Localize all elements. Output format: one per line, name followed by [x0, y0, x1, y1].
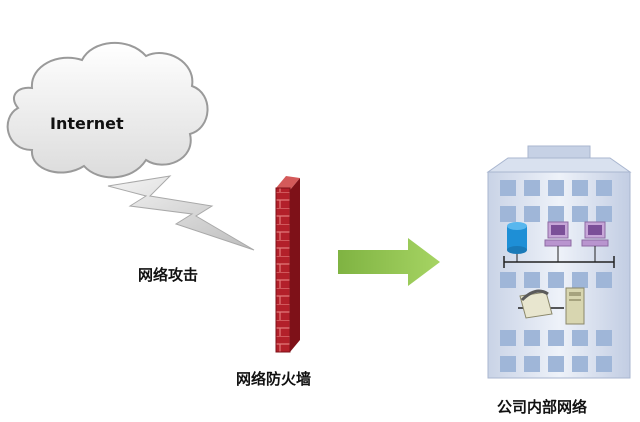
building-windows — [500, 180, 612, 372]
firewall-wall-icon — [275, 176, 300, 353]
internet-cloud — [6, 42, 209, 179]
building-window — [500, 356, 516, 372]
building-window — [572, 356, 588, 372]
building-window — [596, 356, 612, 372]
building-window — [500, 180, 516, 196]
phone-icon — [519, 289, 553, 319]
internal-network-label: 公司内部网络 — [497, 398, 588, 416]
building-window — [572, 330, 588, 346]
computer-icon — [544, 221, 572, 262]
building-window — [524, 272, 540, 288]
lightning-bolt-icon — [107, 175, 255, 251]
computer-icon — [581, 221, 609, 262]
attack-label: 网络攻击 — [138, 266, 199, 284]
building-window — [548, 180, 564, 196]
building-window — [524, 206, 540, 222]
building-window — [524, 330, 540, 346]
office-building-icon — [486, 145, 632, 379]
building-window — [596, 206, 612, 222]
building-window — [500, 206, 516, 222]
building-window — [548, 272, 564, 288]
building-window — [572, 206, 588, 222]
building-window — [596, 330, 612, 346]
internet-label: Internet — [50, 114, 124, 133]
building-window — [524, 180, 540, 196]
database-icon — [507, 222, 527, 262]
building-window — [596, 180, 612, 196]
building-window — [548, 330, 564, 346]
building-window — [572, 272, 588, 288]
building-window — [524, 356, 540, 372]
firewall-label: 网络防火墙 — [236, 370, 312, 388]
arrow-icon — [338, 238, 440, 286]
building-window — [572, 180, 588, 196]
building-window — [500, 330, 516, 346]
building-window — [548, 206, 564, 222]
building-window — [500, 272, 516, 288]
server-icon — [565, 287, 585, 325]
building-window — [548, 356, 564, 372]
building-window — [596, 272, 612, 288]
